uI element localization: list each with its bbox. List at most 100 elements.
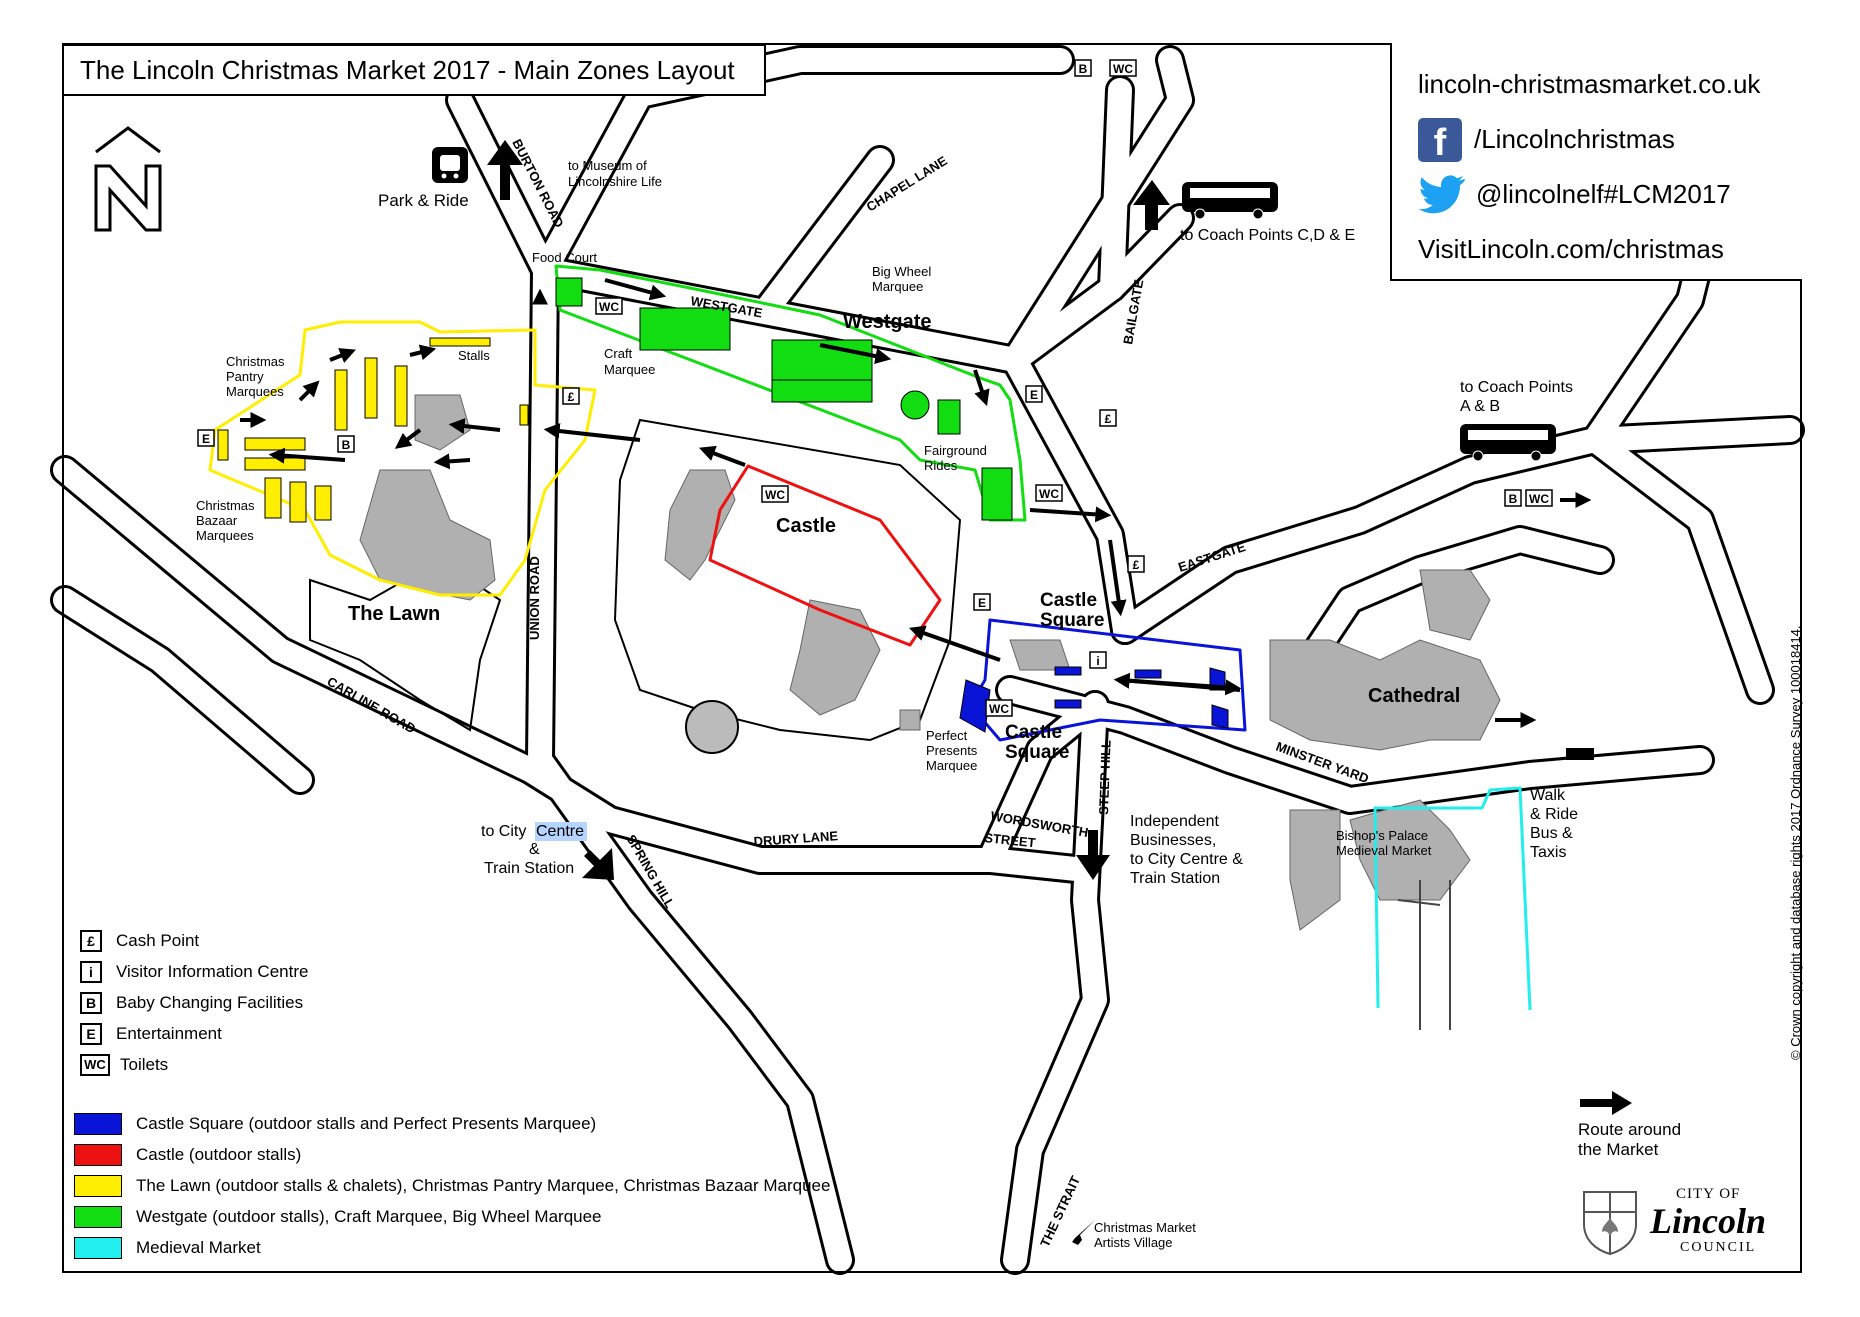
- pantry-label-2: Pantry: [226, 369, 264, 384]
- bazaar-label-1: Christmas: [196, 498, 255, 513]
- info-centre-marker: i: [1089, 651, 1107, 669]
- arrow-up-icon: [487, 140, 523, 200]
- zone-legend: Castle Square (outdoor stalls and Perfec…: [74, 1108, 830, 1263]
- craft-label-2: Marquee: [604, 362, 655, 377]
- museum-label-1: to Museum of: [568, 158, 647, 173]
- walk-ride-label-3: Bus &: [1530, 825, 1573, 842]
- zone-swatch: [74, 1112, 122, 1135]
- twitter-row: @lincolnelf#LCM2017: [1418, 167, 1802, 222]
- zone-label: The Lawn (outdoor stalls & chalets), Chr…: [136, 1175, 831, 1195]
- copyright-notice: © Crown copyright and database rights 20…: [1788, 625, 1803, 1060]
- visit-lincoln-link[interactable]: VisitLincoln.com/christmas: [1418, 234, 1724, 264]
- city-centre-label-1b: Centre: [536, 823, 584, 840]
- city-council-logo: CITY OF Lincoln COUNCIL: [1580, 1186, 1780, 1258]
- zone-outlines: [208, 264, 1532, 1011]
- facility-markers: B WC WC £ E £ WC B WC £ WC E i WC E B: [197, 59, 1553, 717]
- medieval-zone-outline: [1373, 786, 1532, 1011]
- zone-legend-item: Westgate (outdoor stalls), Craft Marquee…: [74, 1201, 830, 1232]
- toilet-marker: WC: [1525, 489, 1553, 507]
- zone-label: Castle (outdoor stalls): [136, 1144, 302, 1164]
- the-lawn-label: The Lawn: [348, 603, 440, 625]
- arrow-down-left-icon: [1072, 1220, 1095, 1245]
- baby-change-marker: B: [1074, 59, 1092, 77]
- direction-arrows: [487, 140, 1632, 1245]
- svg-text:£: £: [1133, 558, 1140, 572]
- walk-ride-label-1: Walk: [1530, 787, 1566, 804]
- arrow-up-icon: [1133, 180, 1170, 230]
- toilet-marker: WC: [985, 699, 1013, 717]
- zone-label: Westgate (outdoor stalls), Craft Marquee…: [136, 1206, 602, 1226]
- castle-grounds: [309, 418, 962, 754]
- city-centre-label-1: to City: [481, 823, 526, 840]
- legend-label: Entertainment: [116, 1023, 222, 1043]
- cash-point-key: £: [80, 929, 102, 952]
- castle-square-label-4: Square: [1005, 742, 1069, 763]
- zone-label: Medieval Market: [136, 1237, 261, 1257]
- facebook-row: f /Lincolnchristmas: [1418, 112, 1802, 167]
- walk-ride-label-4: Taxis: [1530, 844, 1566, 861]
- entertainment-marker: E: [973, 593, 991, 611]
- city-centre-highlight: [535, 822, 587, 841]
- zone-swatch: [74, 1205, 122, 1228]
- food-court-label: Food Court: [532, 250, 597, 265]
- svg-text:WC: WC: [989, 702, 1009, 716]
- zone-legend-item: The Lawn (outdoor stalls & chalets), Chr…: [74, 1170, 830, 1201]
- zone-swatch: [74, 1174, 122, 1197]
- toilet-marker: WC: [1035, 484, 1063, 502]
- facebook-link[interactable]: /Lincolnchristmas: [1474, 124, 1675, 154]
- coach-ab-label-1: to Coach Points: [1460, 379, 1573, 396]
- entertainment-key: E: [80, 1022, 102, 1045]
- pantry-label-3: Marquees: [226, 384, 284, 399]
- coach-ab-label-2: A & B: [1460, 398, 1500, 415]
- twitter-link[interactable]: @lincolnelf#LCM2017: [1476, 179, 1731, 209]
- independent-label-2: Businesses,: [1130, 832, 1216, 849]
- independent-label-4: Train Station: [1130, 870, 1220, 887]
- legend-item: WC Toilets: [80, 1049, 308, 1080]
- castle-square-label-1: Castle: [1040, 590, 1097, 611]
- street-label: STREET: [984, 830, 1037, 850]
- council-crest-icon: [1583, 1191, 1637, 1256]
- route-legend-line-2: the Market: [1578, 1140, 1659, 1159]
- union-road-label: UNION ROAD: [527, 556, 542, 640]
- artists-label-1: Christmas Market: [1094, 1220, 1196, 1235]
- bazaar-label-3: Marquees: [196, 528, 254, 543]
- legend-label: Toilets: [120, 1054, 169, 1074]
- independent-label-1: Independent: [1130, 813, 1220, 830]
- zone-swatch: [74, 1143, 122, 1166]
- lawn-zone-outline: [208, 320, 597, 597]
- route-arrows: [240, 278, 1592, 728]
- perfect-label-3: Marquee: [926, 758, 977, 773]
- svg-text:£: £: [1105, 412, 1112, 426]
- pantry-label-1: Christmas: [226, 354, 285, 369]
- park-ride-label: Park & Ride: [378, 191, 469, 210]
- buildings: [359, 394, 1501, 931]
- svg-text:WC: WC: [1039, 487, 1059, 501]
- road-network: [50, 45, 1805, 1275]
- fairground-label-2: Rides: [924, 458, 958, 473]
- walk-ride-label-2: & Ride: [1530, 806, 1578, 823]
- castle-square-label-2: Square: [1040, 610, 1104, 631]
- castle-square-zone-outline: [968, 618, 1247, 742]
- website-link[interactable]: lincoln-christmasmarket.co.uk: [1418, 69, 1761, 99]
- route-legend-arrow-icon: [1580, 1091, 1632, 1115]
- bishops-label-1: Bishop's Palace: [1336, 828, 1428, 843]
- city-centre-label-3: Train Station: [484, 860, 574, 877]
- perfect-label-1: Perfect: [926, 728, 968, 743]
- council-city-of: CITY OF: [1676, 1186, 1741, 1202]
- craft-label-1: Craft: [604, 346, 633, 361]
- castle-label: Castle: [776, 515, 836, 537]
- baby-change-marker: B: [1504, 489, 1522, 507]
- zone-legend-item: Castle (outdoor stalls): [74, 1139, 830, 1170]
- svg-text:B: B: [1079, 62, 1088, 76]
- bazaar-label-2: Bazaar: [196, 513, 238, 528]
- svg-text:i: i: [1096, 654, 1099, 668]
- route-legend: Route around the Market: [1578, 1092, 1681, 1160]
- legend-item: £ Cash Point: [80, 925, 308, 956]
- westgate-zone-label: Westgate: [843, 311, 932, 333]
- stall-blocks: [217, 277, 1451, 1030]
- toilet-marker: WC: [595, 297, 623, 315]
- cash-point-marker: £: [562, 387, 580, 405]
- cash-point-marker: £: [1127, 555, 1145, 573]
- legend-item: E Entertainment: [80, 1018, 308, 1049]
- north-arrow-icon: [94, 126, 162, 232]
